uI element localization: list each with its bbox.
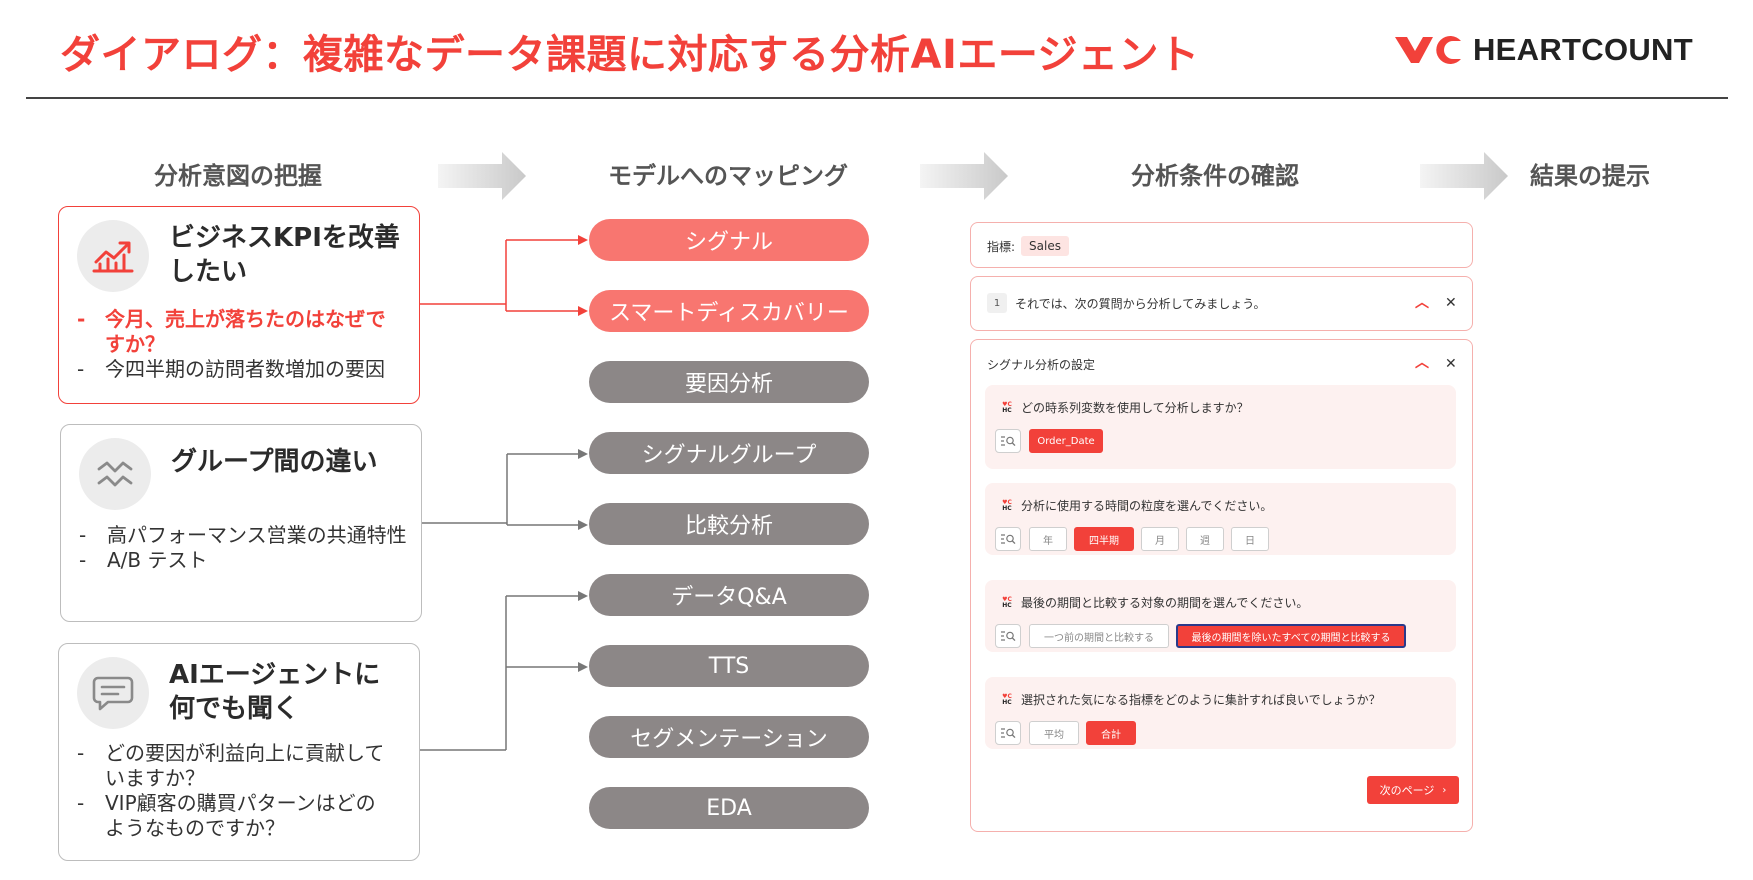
- collapse-icon[interactable]: ︿: [1415, 295, 1429, 311]
- metric-chip[interactable]: Sales: [1021, 236, 1069, 256]
- model-smart-discovery[interactable]: スマートディスカバリー: [589, 290, 869, 332]
- step-number-badge: 1: [987, 293, 1007, 313]
- intent-card-ask-ai[interactable]: AIエージェントに 何でも聞く どの要因が利益向上に貢献して いますか？ VIP…: [58, 643, 420, 861]
- settings-title: シグナル分析の設定: [987, 358, 1096, 372]
- chart-up-icon: [77, 220, 149, 292]
- question-text: 選択された気になる指標をどのように集計すれば良いでしょうか？: [1021, 693, 1381, 707]
- intent-title-line: グループ間の違い: [171, 447, 378, 477]
- metric-label: 指標:: [987, 239, 1016, 254]
- intent-card-kpi[interactable]: ビジネスKPIを改善 したい 今月、売上が落ちたのはなぜで すか？ 今四半期の訪…: [58, 206, 420, 404]
- close-icon[interactable]: ✕: [1445, 295, 1457, 311]
- metric-panel: 指標: Sales: [970, 222, 1473, 268]
- intent-example: A/B テスト: [79, 548, 419, 573]
- search-variable-button[interactable]: [995, 624, 1021, 648]
- step-text: それでは、次の質問から分析してみましょう。: [1015, 296, 1266, 311]
- model-segmentation[interactable]: セグメンテーション: [589, 716, 869, 758]
- intent-card-groups[interactable]: グループ間の違い 高パフォーマンス営業の共通特性 A/B テスト: [60, 424, 422, 622]
- model-comparison[interactable]: 比較分析: [589, 503, 869, 545]
- close-icon[interactable]: ✕: [1445, 356, 1457, 372]
- chevron-right-icon: ›: [1442, 784, 1447, 796]
- next-page-label: 次のページ: [1379, 784, 1435, 797]
- question-text: 分析に使用する時間の粒度を選んでください。: [1021, 499, 1273, 513]
- model-signal-group[interactable]: シグナルグループ: [589, 432, 869, 474]
- list-search-icon: [1001, 728, 1016, 739]
- model-data-qa[interactable]: データQ&A: [589, 574, 869, 616]
- collapse-icon[interactable]: ︿: [1415, 355, 1429, 371]
- heartcount-logo: HEARTCOUNT: [1393, 28, 1693, 72]
- intent-title: ビジネスKPIを改善 したい: [169, 221, 400, 289]
- intent-example: VIP顧客の購買パターンはどの ようなものですか？: [77, 791, 417, 841]
- step-title-result: 結果の提示: [1530, 162, 1650, 190]
- model-tts[interactable]: TTS: [589, 645, 869, 687]
- model-factor-analysis[interactable]: 要因分析: [589, 361, 869, 403]
- intent-title-line: したい: [169, 257, 248, 287]
- list-search-icon: [1001, 436, 1016, 447]
- intent-title-line: 何でも聞く: [169, 694, 300, 724]
- option-day[interactable]: 日: [1231, 527, 1269, 551]
- intent-title-line: ビジネスKPIを改善: [169, 223, 400, 253]
- step-title-mapping: モデルへのマッピング: [608, 162, 848, 190]
- intent-examples: 今月、売上が落ちたのはなぜで すか？ 今四半期の訪問者数増加の要因: [77, 307, 417, 382]
- step-title-confirm: 分析条件の確認: [1131, 162, 1299, 190]
- question-text: 最後の期間と比較する対象の期間を選んでください。: [1021, 596, 1309, 610]
- intent-title: AIエージェントに 何でも聞く: [169, 658, 380, 726]
- option-year[interactable]: 年: [1029, 527, 1067, 551]
- question-text: どの時系列変数を使用して分析しますか？: [1021, 401, 1249, 415]
- option-week[interactable]: 週: [1186, 527, 1224, 551]
- model-signal[interactable]: シグナル: [589, 219, 869, 261]
- search-variable-button[interactable]: [995, 527, 1021, 551]
- list-search-icon: [1001, 534, 1016, 545]
- intent-example: どの要因が利益向上に貢献して いますか？: [77, 741, 417, 791]
- connector-ask-ai: [420, 591, 588, 751]
- step-arrow-2-icon: [920, 152, 1008, 200]
- intent-title: グループ間の違い: [171, 445, 377, 479]
- search-variable-button[interactable]: [995, 721, 1021, 745]
- intent-example: 今月、売上が落ちたのはなぜで すか？: [77, 307, 417, 357]
- intent-example: 高パフォーマンス営業の共通特性: [79, 523, 419, 548]
- step-arrow-1-icon: [438, 152, 526, 200]
- step-arrow-3-icon: [1420, 152, 1508, 200]
- model-eda[interactable]: EDA: [589, 787, 869, 829]
- option-all-other-periods[interactable]: 最後の期間を除いたすべての期間と比較する: [1176, 624, 1406, 648]
- option-order-date[interactable]: Order_Date: [1029, 429, 1103, 453]
- page-title: ダイアログ：複雑なデータ課題に対応する分析AIエージェント: [60, 32, 1200, 78]
- connector-groups: [422, 449, 588, 530]
- logo-text: HEARTCOUNT: [1473, 32, 1693, 67]
- intent-examples: どの要因が利益向上に貢献して いますか？ VIP顧客の購買パターンはどの ような…: [77, 741, 417, 841]
- heartcount-logo-icon: [1395, 36, 1461, 64]
- next-page-button[interactable]: 次のページ ›: [1367, 776, 1459, 804]
- connector-kpi: [420, 235, 588, 316]
- wave-lines-icon: [79, 438, 151, 510]
- chat-bubble-icon: [77, 657, 149, 729]
- intent-example: 今四半期の訪問者数増加の要因: [77, 357, 417, 382]
- option-quarter[interactable]: 四半期: [1074, 527, 1134, 551]
- intent-title-line: AIエージェントに: [169, 660, 381, 690]
- search-variable-button[interactable]: [995, 429, 1021, 453]
- intent-examples: 高パフォーマンス営業の共通特性 A/B テスト: [79, 523, 419, 573]
- step-panel: 1 それでは、次の質問から分析してみましょう。 ︿ ✕: [970, 276, 1473, 331]
- option-average[interactable]: 平均: [1029, 721, 1079, 745]
- step-title-intent: 分析意図の把握: [154, 162, 322, 190]
- option-previous-period[interactable]: 一つ前の期間と比較する: [1029, 624, 1169, 648]
- option-month[interactable]: 月: [1141, 527, 1179, 551]
- list-search-icon: [1001, 631, 1016, 642]
- header-divider: [26, 97, 1728, 99]
- option-sum[interactable]: 合計: [1086, 721, 1136, 745]
